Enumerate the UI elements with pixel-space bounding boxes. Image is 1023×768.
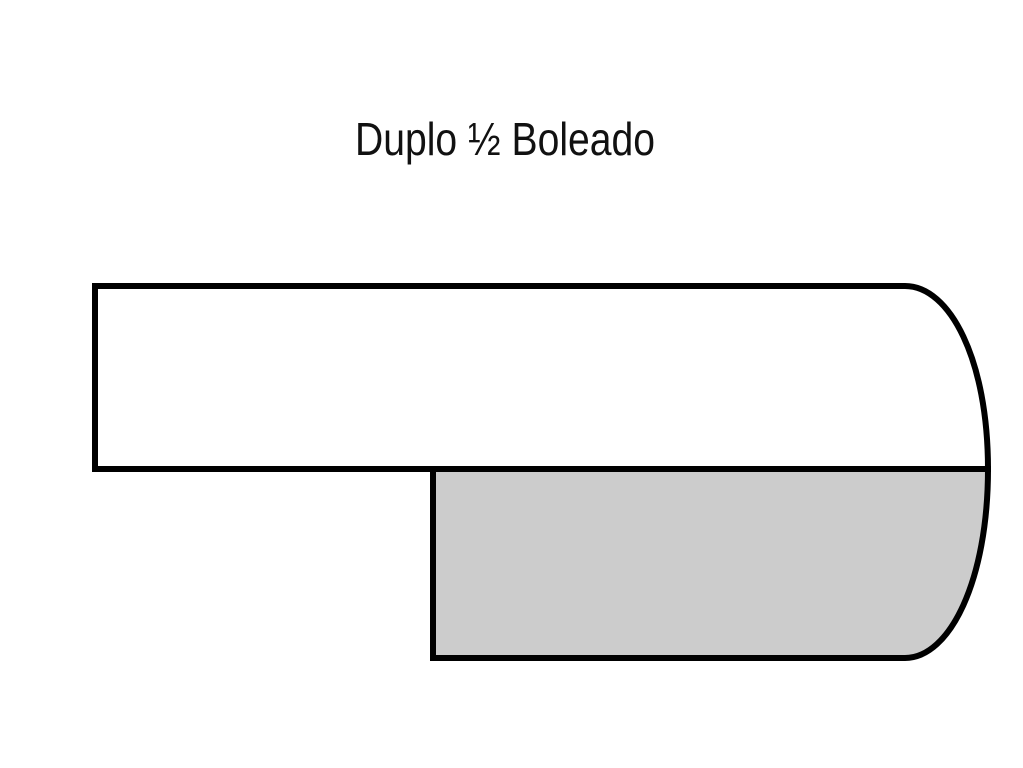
diagram-title: Duplo ½ Boleado — [355, 113, 655, 165]
bottom-slab — [430, 466, 992, 661]
top-slab — [92, 283, 992, 472]
